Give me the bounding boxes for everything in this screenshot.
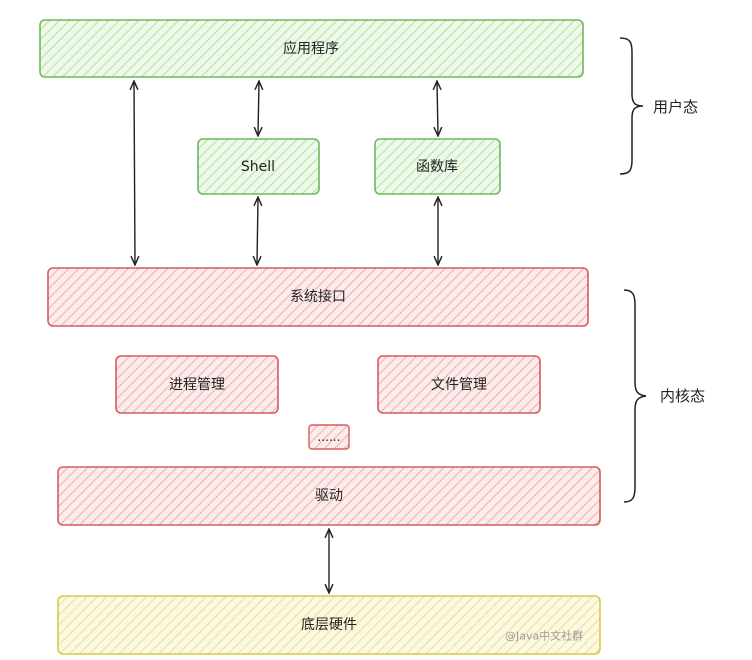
ellipsis-label: ...... xyxy=(318,430,341,444)
watermark: @Java中文社群 xyxy=(505,629,583,643)
arrow-app-syscall xyxy=(134,82,135,264)
driver-box: 驱动 xyxy=(57,466,601,526)
process-label: 进程管理 xyxy=(169,377,225,393)
file-label: 文件管理 xyxy=(431,377,487,393)
user-space-label: 用户态 xyxy=(653,98,698,116)
app-box: 应用程序 xyxy=(39,19,584,78)
driver-label: 驱动 xyxy=(315,488,343,504)
shell-label: Shell xyxy=(241,159,275,175)
arrow-shell-syscall xyxy=(257,198,258,264)
app-label: 应用程序 xyxy=(283,40,339,57)
process-box: 进程管理 xyxy=(115,355,279,414)
kernel-space-label: 内核态 xyxy=(660,387,705,405)
arrow-app-shell xyxy=(258,82,259,135)
syscall-label: 系统接口 xyxy=(290,288,346,305)
library-box: 函数库 xyxy=(374,138,501,195)
user-space-brace xyxy=(619,37,644,175)
ellipsis-box: ...... xyxy=(308,424,350,450)
hardware-box: 底层硬件 xyxy=(57,595,601,655)
shell-box: Shell xyxy=(197,138,320,195)
hardware-label: 底层硬件 xyxy=(301,617,357,633)
syscall-box: 系统接口 xyxy=(47,267,589,327)
library-label: 函数库 xyxy=(416,159,458,175)
file-box: 文件管理 xyxy=(377,355,541,414)
kernel-space-brace xyxy=(623,289,647,503)
arrow-app-library xyxy=(437,82,438,135)
